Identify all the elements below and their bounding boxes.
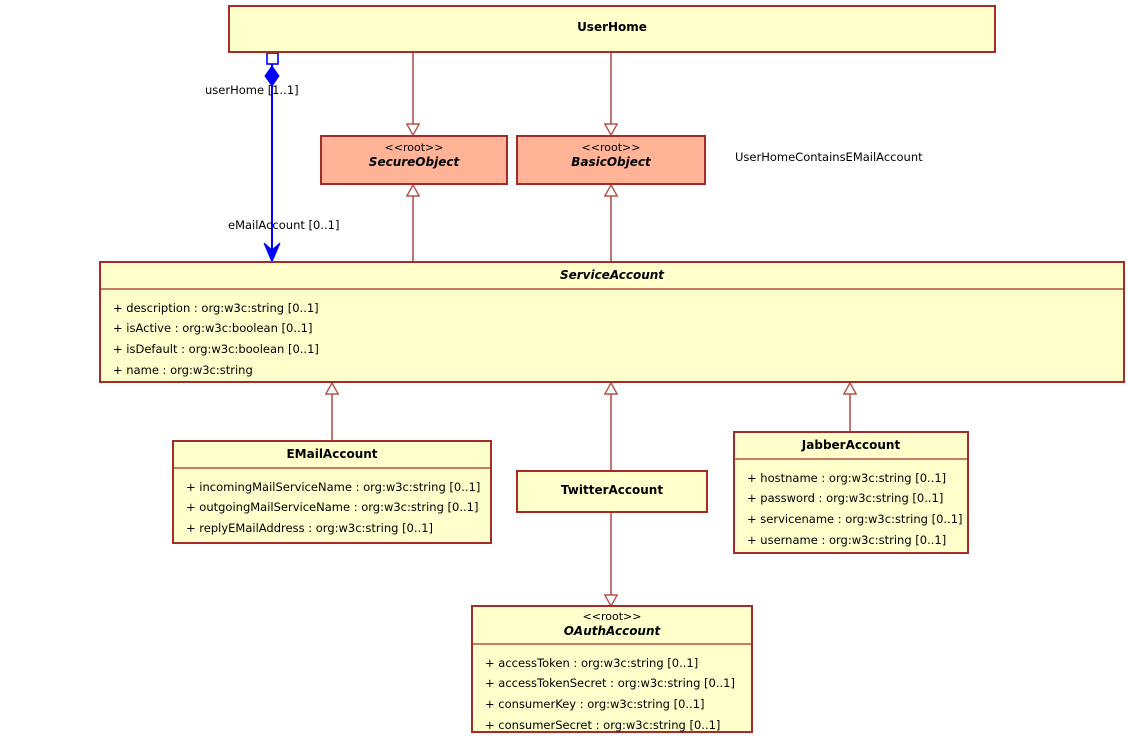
composition-end-square [266,52,279,65]
class-name-secureobject: SecureObject [368,154,460,169]
attribute-row: + username : org:w3c:string [0..1] [747,533,947,548]
class-stereotype-oauthaccount: <<root>> [582,610,642,623]
class-header-serviceaccount: ServiceAccount [101,263,1123,288]
composition-arrowhead [263,242,281,264]
attribute-row: + outgoingMailServiceName : org:w3c:stri… [186,500,479,515]
class-attributes-jabberaccount: + hostname : org:w3c:string [0..1] + pas… [735,458,967,559]
attribute-row: + accessTokenSecret : org:w3c:string [0.… [485,676,735,691]
class-header-emailaccount: EMailAccount [174,442,490,467]
class-header-secureobject: <<root>> SecureObject [322,137,506,176]
attribute-row: + incomingMailServiceName : org:w3c:stri… [186,479,481,494]
class-name-jabberaccount: JabberAccount [801,438,901,452]
attribute-row: + password : org:w3c:string [0..1] [747,491,944,506]
role-label-source: userHome [1..1] [205,83,299,97]
attribute-row: + isActive : org:w3c:boolean [0..1] [113,321,313,336]
class-name-serviceaccount: ServiceAccount [559,268,665,282]
attribute-row: + consumerSecret : org:w3c:string [0..1] [485,718,721,733]
class-box-oauthaccount[interactable]: <<root>> OAuthAccount + accessToken : or… [471,605,753,733]
class-box-secureobject[interactable]: <<root>> SecureObject [320,135,508,185]
class-name-emailaccount: EMailAccount [286,447,378,461]
role-label-target: eMailAccount [0..1] [228,218,340,232]
attribute-row: + consumerKey : org:w3c:string [0..1] [485,697,705,712]
attribute-row: + hostname : org:w3c:string [0..1] [747,470,947,485]
class-name-oauthaccount: OAuthAccount [563,623,661,638]
class-stereotype-secureobject: <<root>> [384,141,444,154]
class-name-twitteraccount: TwitterAccount [560,483,664,497]
class-header-basicobject: <<root>> BasicObject [518,137,704,176]
association-name-label: UserHomeContainsEMailAccount [735,150,923,164]
attribute-row: + description : org:w3c:string [0..1] [113,300,319,315]
class-box-twitteraccount[interactable]: TwitterAccount [516,470,708,513]
class-header-userhome: UserHome [230,7,994,41]
class-header-twitteraccount: TwitterAccount [518,472,706,504]
attribute-row: + isDefault : org:w3c:boolean [0..1] [113,342,319,357]
attribute-row: + accessToken : org:w3c:string [0..1] [485,655,699,670]
class-header-jabberaccount: JabberAccount [735,433,967,458]
class-box-basicobject[interactable]: <<root>> BasicObject [516,135,706,185]
class-name-basicobject: BasicObject [571,154,651,169]
class-header-oauthaccount: <<root>> OAuthAccount [473,607,751,643]
class-attributes-serviceaccount: + description : org:w3c:string [0..1] + … [101,288,1123,389]
class-box-userhome[interactable]: UserHome [228,5,996,53]
class-box-serviceaccount[interactable]: ServiceAccount + description : org:w3c:s… [99,261,1125,383]
attribute-row: + name : org:w3c:string [113,363,253,378]
class-box-emailaccount[interactable]: EMailAccount + incomingMailServiceName :… [172,440,492,544]
attribute-row: + replyEMailAddress : org:w3c:string [0.… [186,521,433,536]
class-name-userhome: UserHome [577,20,647,34]
class-attributes-oauthaccount: + accessToken : org:w3c:string [0..1] + … [473,643,751,744]
attribute-row: + servicename : org:w3c:string [0..1] [747,512,963,527]
class-stereotype-basicobject: <<root>> [581,141,641,154]
class-box-jabberaccount[interactable]: JabberAccount + hostname : org:w3c:strin… [733,431,969,554]
class-attributes-emailaccount: + incomingMailServiceName : org:w3c:stri… [174,467,490,547]
